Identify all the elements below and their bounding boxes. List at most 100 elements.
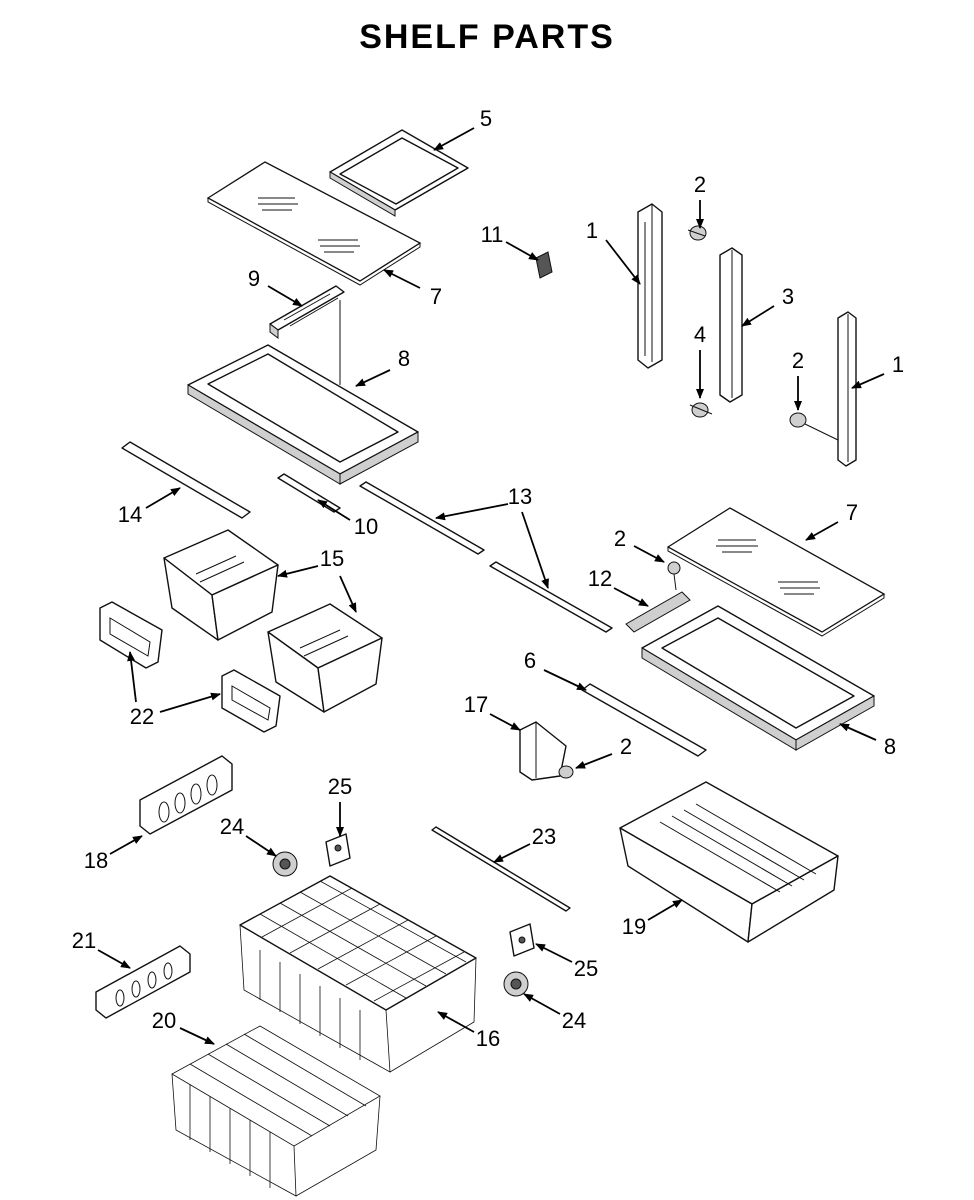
callout-label-c14: 14 <box>118 502 142 527</box>
part-8-shelf-frame-upper <box>187 344 419 485</box>
leader-arrow-c13b <box>521 511 549 589</box>
leader-arrow-c15b <box>339 575 357 613</box>
leader-arrow-c21 <box>97 949 131 969</box>
part-7-glass-shelf-lower <box>666 507 886 637</box>
callout-label-c20: 20 <box>152 1008 176 1033</box>
part-10-bracket <box>277 473 341 513</box>
callout-label-c16: 16 <box>476 1026 500 1051</box>
callout-label-c8a: 8 <box>398 346 410 371</box>
callout-label-c12: 12 <box>588 566 612 591</box>
leader-arrow-c11 <box>505 241 539 261</box>
part-15-crisper-left <box>163 529 279 641</box>
leader-arrow-c23 <box>493 843 531 863</box>
callout-label-c3: 3 <box>782 284 794 309</box>
callout-label-c22: 22 <box>130 704 154 729</box>
leader-arrow-c1b <box>851 373 885 389</box>
callout-label-c4: 4 <box>694 322 706 347</box>
part-3-rail <box>719 247 743 403</box>
leader-arrow-c5 <box>433 127 475 151</box>
part-14-trim-strip <box>121 441 251 519</box>
callout-label-c24b: 24 <box>562 1008 586 1033</box>
part-16-wire-basket <box>239 875 477 1073</box>
page-title: SHELF PARTS <box>359 18 615 56</box>
leader-arrow-c14 <box>145 487 181 509</box>
callout-label-c2d: 2 <box>620 734 632 759</box>
callout-label-c11: 11 <box>481 222 504 247</box>
callout-label-c7a: 7 <box>430 284 442 309</box>
part-25-slide-lower <box>509 923 535 957</box>
part-2-screw-c <box>667 561 681 591</box>
part-6-trim-strip <box>581 683 707 757</box>
callout-label-c15: 15 <box>320 546 344 571</box>
leader-arrow-c19 <box>647 899 683 921</box>
callout-label-c25b: 25 <box>574 956 598 981</box>
callout-label-c19: 19 <box>622 914 646 939</box>
part-20-wire-basket-lower <box>171 1025 381 1197</box>
callout-label-c2b: 2 <box>792 348 804 373</box>
part-12-bracket <box>625 591 691 633</box>
callout-label-c10: 10 <box>354 514 378 539</box>
part-23-rod <box>431 826 571 912</box>
callout-label-c2a: 2 <box>694 172 706 197</box>
leader-arrow-c16 <box>437 1011 475 1033</box>
callout-label-c1a: 1 <box>586 218 598 243</box>
part-2-screw-b <box>789 412 839 441</box>
part-22-drawer-front-left <box>99 601 163 669</box>
callout-label-c7b: 7 <box>846 500 858 525</box>
part-9-slide-rail <box>269 285 345 339</box>
part-2-screw-d <box>558 765 574 779</box>
part-7-glass-shelf-upper <box>206 161 422 286</box>
callout-label-c17: 17 <box>464 692 488 717</box>
leader-arrow-c9 <box>267 285 303 307</box>
leader-arrow-c7a <box>383 269 421 289</box>
callout-label-c24a: 24 <box>220 814 244 839</box>
callout-label-c1b: 1 <box>892 352 904 377</box>
leader-arrow-c1a <box>605 239 641 285</box>
leader-arrow-c24a <box>245 835 277 857</box>
leader-arrow-c8a <box>355 369 391 387</box>
part-13-trim-strip-upper <box>359 481 485 555</box>
callout-label-c18: 18 <box>84 848 108 873</box>
leader-arrow-c20 <box>179 1027 215 1045</box>
part-11-clip <box>535 251 553 279</box>
leader-arrow-c15 <box>277 565 319 578</box>
leader-arrow-c8b <box>839 723 877 741</box>
part-19-deli-drawer <box>619 781 839 943</box>
part-2-screw-a <box>687 225 707 241</box>
leader-arrow-c2c <box>633 545 665 563</box>
callout-label-c5: 5 <box>480 106 492 131</box>
part-21-basket-divider <box>95 945 191 1019</box>
callout-label-c9: 9 <box>248 266 260 291</box>
leader-arrow-c24b <box>523 993 561 1015</box>
part-17-support-bracket <box>519 721 567 781</box>
callout-label-c2c: 2 <box>614 526 626 551</box>
part-15-crisper-right <box>267 603 383 713</box>
leader-arrow-c7b <box>805 521 839 541</box>
part-18-basket-divider <box>139 755 233 835</box>
leader-arrow-c25b <box>535 943 573 963</box>
part-25-slide-upper <box>325 833 351 867</box>
leader-arrow-c10 <box>317 499 351 521</box>
leader-arrow-c22b <box>127 651 137 703</box>
leader-arrow-c12 <box>613 587 649 607</box>
callout-label-c25a: 25 <box>328 774 352 799</box>
leader-arrow-c18 <box>109 835 143 855</box>
callout-label-c8b: 8 <box>884 734 896 759</box>
leader-arrow-c2d <box>575 753 613 769</box>
leader-arrow-c13 <box>435 503 509 521</box>
callout-label-c13: 13 <box>508 484 532 509</box>
part-4-screw <box>689 402 713 418</box>
part-13-trim-strip-lower <box>489 561 613 633</box>
part-1-rail-right <box>837 311 857 467</box>
leader-arrow-c22 <box>159 692 221 713</box>
leader-arrow-c17 <box>489 713 521 731</box>
callout-label-c6: 6 <box>524 648 536 673</box>
callout-label-c23: 23 <box>532 824 556 849</box>
leader-arrow-c3 <box>741 305 775 327</box>
part-24-gear-lower <box>503 971 529 997</box>
part-24-gear-upper <box>272 851 298 877</box>
part-1-rail-left <box>637 203 663 369</box>
callout-label-c21: 21 <box>72 928 96 953</box>
